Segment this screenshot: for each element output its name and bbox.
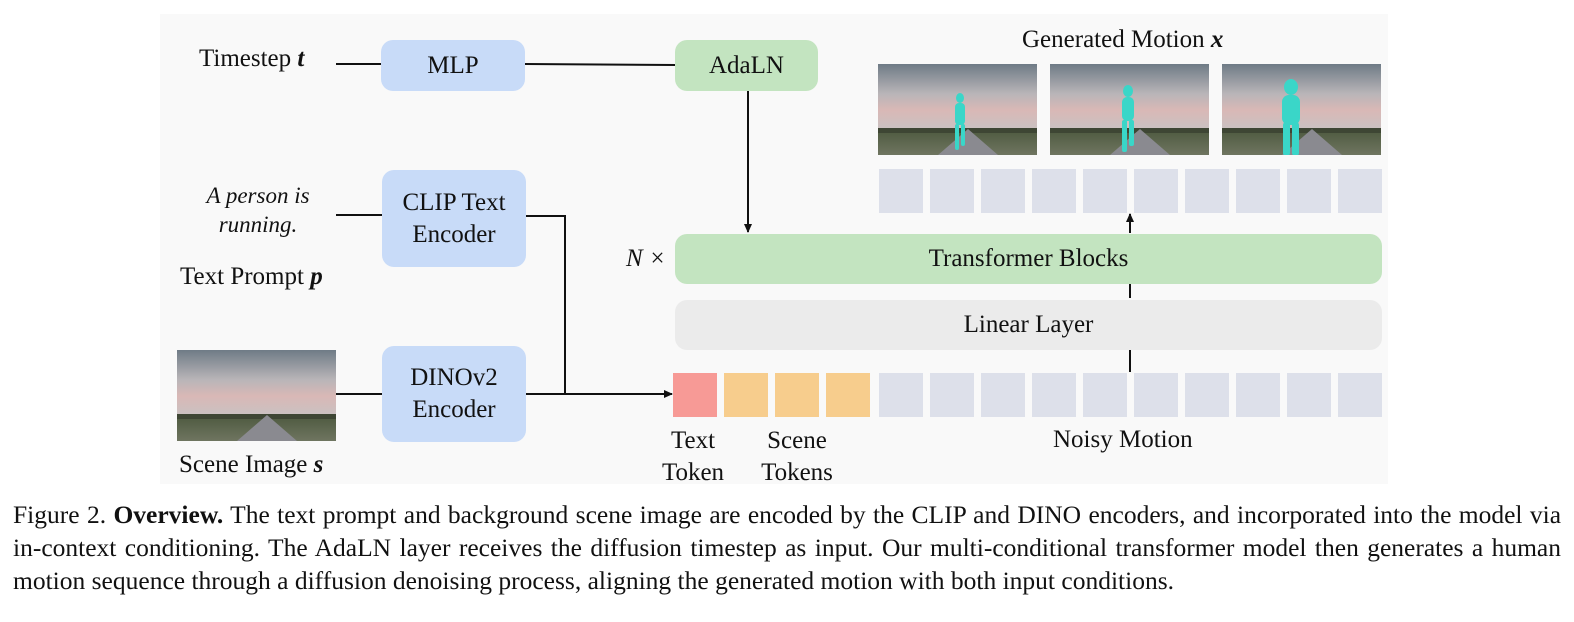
transformer-blocks: Transformer Blocks <box>675 234 1382 284</box>
timestep-label: Timestep t <box>199 45 305 72</box>
noisy-motion-label: Noisy Motion <box>1053 426 1193 453</box>
scene-label: Scene Image s <box>179 451 324 478</box>
noisy-motion-token <box>1236 373 1280 417</box>
output-token <box>1032 169 1076 213</box>
output-token <box>1338 169 1382 213</box>
output-token <box>1287 169 1331 213</box>
human-figure-icon <box>955 93 965 150</box>
output-token <box>879 169 923 213</box>
generated-motion-label: Generated Motion x <box>1022 26 1224 53</box>
noisy-motion-token <box>1083 373 1127 417</box>
noisy-motion-token <box>1338 373 1382 417</box>
motion-frame-1 <box>878 64 1037 155</box>
output-token <box>981 169 1025 213</box>
caption-prefix: Figure 2. <box>13 500 107 529</box>
output-token <box>1083 169 1127 213</box>
motion-frame-2 <box>1050 64 1209 155</box>
wire-mlp-adaln <box>524 63 677 66</box>
caption-title: Overview. <box>113 500 224 529</box>
motion-frame-3 <box>1222 64 1381 155</box>
noisy-motion-token <box>981 373 1025 417</box>
output-token <box>1134 169 1178 213</box>
scene-image <box>177 350 336 441</box>
noisy-motion-token <box>1287 373 1331 417</box>
scene-token <box>775 373 819 417</box>
prompt-label: Text Prompt p <box>180 263 323 290</box>
figure-caption: Figure 2. Overview. The text prompt and … <box>13 498 1561 597</box>
wire-clip-join <box>525 215 566 393</box>
prompt-text: A person is running. <box>206 183 310 237</box>
text-token <box>673 373 717 417</box>
mlp-box: MLP <box>381 40 525 91</box>
noisy-motion-token <box>1134 373 1178 417</box>
human-figure-icon <box>1122 85 1134 152</box>
noisy-motion-token <box>1032 373 1076 417</box>
noisy-motion-token <box>930 373 974 417</box>
text-token-label: Text Token <box>661 427 725 486</box>
output-token <box>1236 169 1280 213</box>
scene-token <box>826 373 870 417</box>
noisy-motion-token <box>1185 373 1229 417</box>
repeat-label: N × <box>626 245 666 272</box>
output-token <box>1185 169 1229 213</box>
noisy-motion-token <box>879 373 923 417</box>
adaln-box: AdaLN <box>675 40 818 91</box>
scene-token <box>724 373 768 417</box>
caption-body: The text prompt and background scene ima… <box>13 500 1562 595</box>
human-figure-icon <box>1282 79 1300 155</box>
output-token <box>930 169 974 213</box>
scene-tokens-label: Scene Tokens <box>761 427 833 486</box>
linear-layer: Linear Layer <box>675 300 1382 350</box>
